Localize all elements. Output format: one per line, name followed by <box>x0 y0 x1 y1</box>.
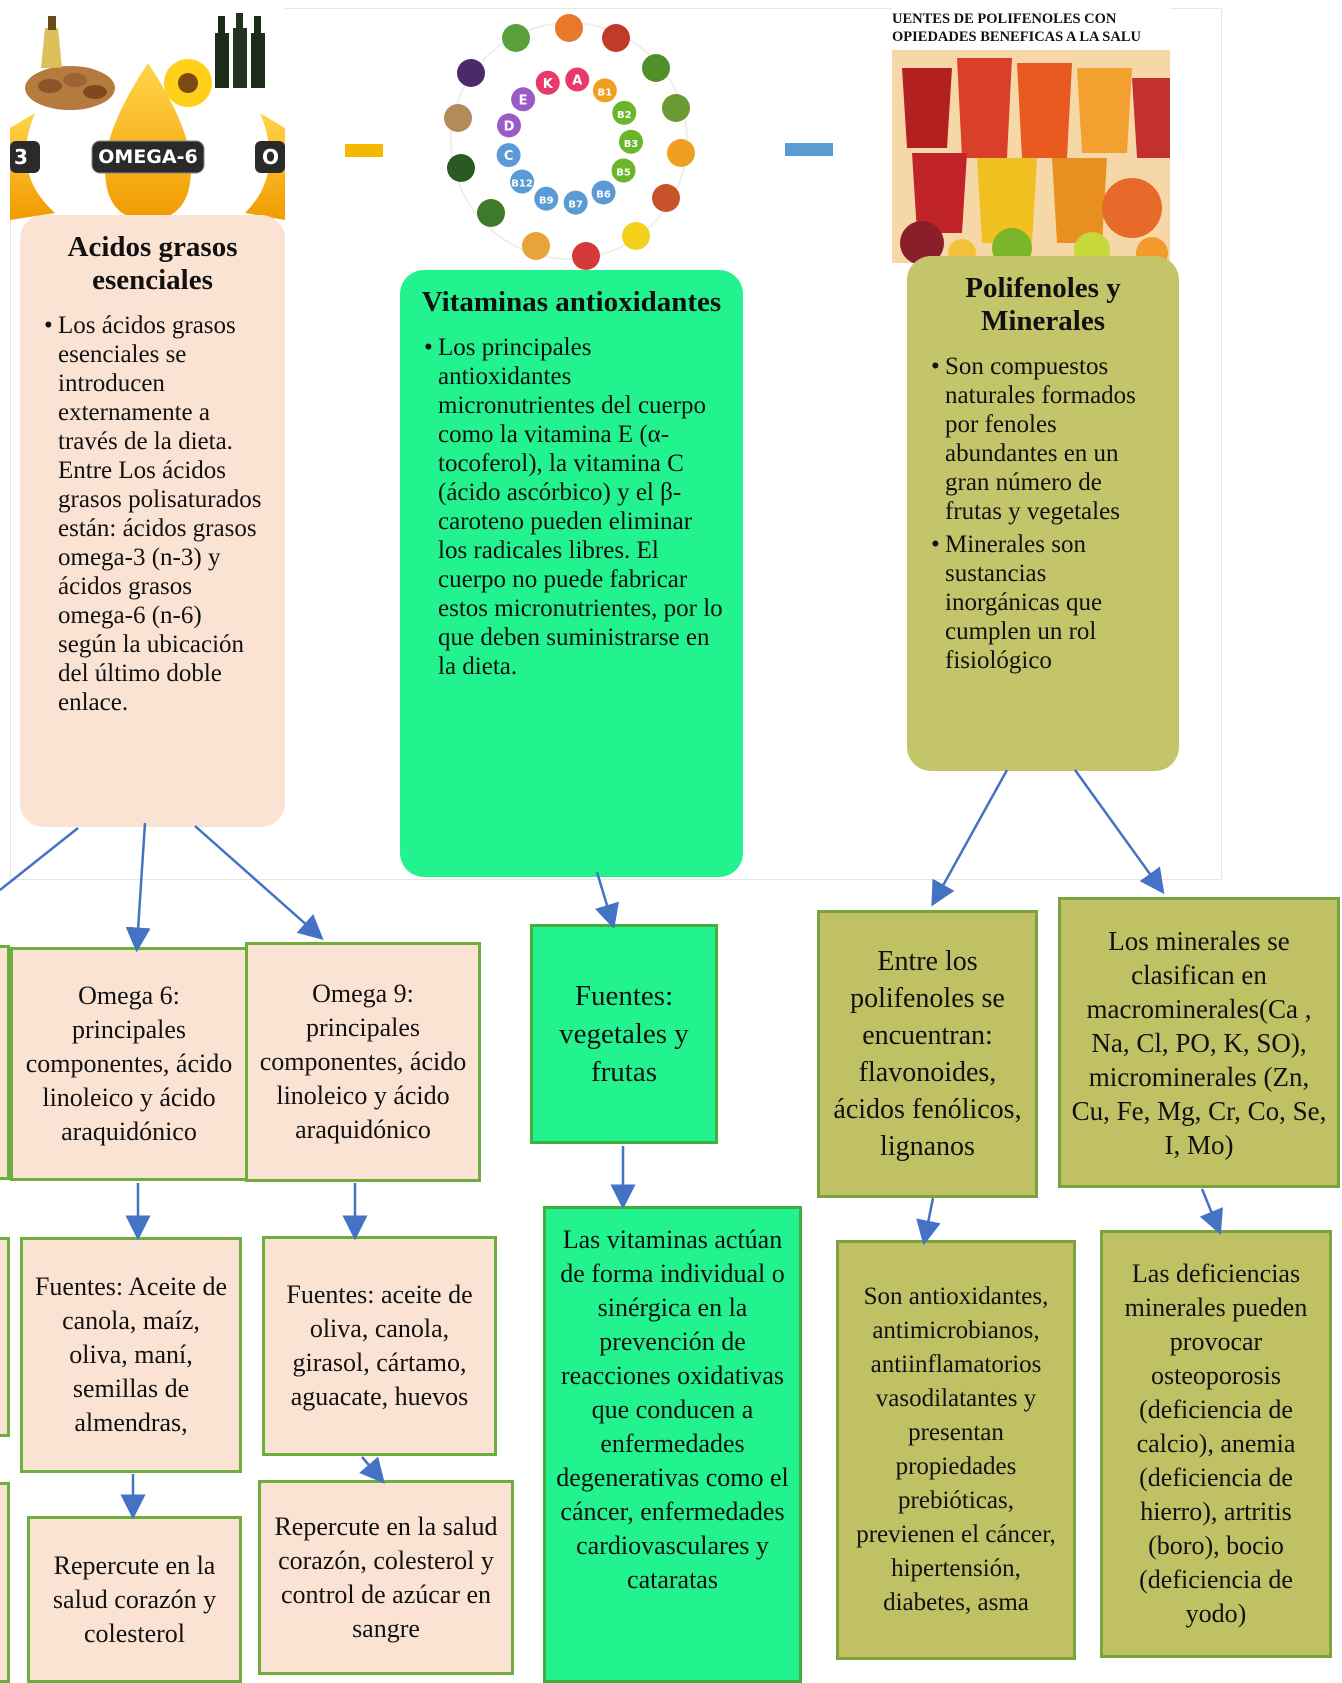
omega9-box: Omega 9: principales componentes, ácido … <box>245 942 481 1182</box>
vitaminas-title: Vitaminas antioxidantes <box>421 286 722 318</box>
diagram-frame <box>10 8 1222 880</box>
omega3-box-partial <box>0 945 10 1180</box>
arrow-entre-propiedades <box>916 1197 941 1246</box>
polifenoles-propiedades-box: Son antioxidantes, antimicrobianos, anti… <box>836 1240 1076 1660</box>
polifenoles-entre-text: Entre los polifenoles se encuentran: fla… <box>833 946 1022 1162</box>
connector-dash-blue <box>785 143 833 156</box>
svg-text:K: K <box>543 77 554 92</box>
polyphenols-fruits-image: UENTES DE POLIFENOLES CON OPIEDADES BENE… <box>892 8 1170 263</box>
vitaminas-accion-text: Las vitaminas actúan de forma individual… <box>556 1225 789 1594</box>
vitamin-letter-a: A <box>565 67 590 92</box>
omega6-box: Omega 6: principales componentes, ácido … <box>10 947 248 1181</box>
polifenoles-propiedades-text: Son antioxidantes, antimicrobianos, anti… <box>856 1283 1056 1616</box>
omega9-repercute-text: Repercute en la salud corazón, colestero… <box>274 1511 498 1643</box>
omega9-label: O <box>262 145 280 169</box>
connector-dash-orange <box>345 144 383 157</box>
omega9-fuentes-box: Fuentes: aceite de oliva, canola, giraso… <box>262 1236 497 1456</box>
vitaminas-fuentes-text: Fuentes: vegetales y frutas <box>559 980 689 1088</box>
polifenoles-bullet-1: Son compuestos naturales formados por fe… <box>927 352 1159 526</box>
minerales-clasificacion-text: Los minerales se clasifican en macromine… <box>1071 925 1327 1160</box>
omega6-text: Omega 6: principales componentes, ácido … <box>25 981 233 1146</box>
vitamin-letter-c: C <box>496 143 521 168</box>
vitamin-letter-b1: B1 <box>592 78 617 103</box>
omega9-fuentes-text: Fuentes: aceite de oliva, canola, giraso… <box>286 1280 473 1411</box>
acidos-grasos-title: Acidos grasos esenciales <box>67 231 238 296</box>
vitamin-letter-e: E <box>511 87 536 112</box>
omega9-repercute-box: Repercute en la salud corazón, colestero… <box>258 1480 514 1675</box>
svg-text:B5: B5 <box>616 167 631 178</box>
svg-text:B1: B1 <box>598 87 613 98</box>
omega3-repercute-partial <box>0 1482 10 1683</box>
omega3-label: 3 <box>14 145 28 169</box>
omega3-fuentes-partial <box>0 1237 10 1437</box>
omega6-label: OMEGA-6 <box>98 146 198 168</box>
omega-oils-image: 3 OMEGA-6 O <box>10 8 285 220</box>
svg-text:B6: B6 <box>596 189 611 200</box>
svg-text:B9: B9 <box>539 196 554 207</box>
vitamin-letter-b3: B3 <box>618 129 643 154</box>
minerales-deficiencias-text: Las deficiencias minerales pueden provoc… <box>1124 1259 1308 1628</box>
svg-text:A: A <box>572 74 582 89</box>
polifenoles-bullets: Son compuestos naturales formados por fe… <box>927 352 1159 675</box>
minerales-deficiencias-box: Las deficiencias minerales pueden provoc… <box>1100 1230 1332 1658</box>
omega9-text: Omega 9: principales componentes, ácido … <box>259 979 467 1144</box>
vitamin-letter-b6: B6 <box>591 180 616 205</box>
omega6-fuentes-box: Fuentes: Aceite de canola, maíz, oliva, … <box>20 1237 242 1473</box>
vitamin-letter-b12: B12 <box>510 169 535 194</box>
acidos-grasos-bullets: Los ácidos grasos esenciales se introduc… <box>40 311 265 717</box>
svg-text:B3: B3 <box>624 139 639 150</box>
acidos-grasos-bullet: Los ácidos grasos esenciales se introduc… <box>40 311 265 717</box>
vitamin-letter-k: K <box>535 70 560 95</box>
svg-text:B12: B12 <box>511 179 533 190</box>
vitaminas-accion-box: Las vitaminas actúan de forma individual… <box>543 1206 802 1683</box>
omega6-repercute-text: Repercute en la salud corazón y colester… <box>52 1550 217 1648</box>
vitaminas-card: Vitaminas antioxidantes Los principales … <box>400 270 743 877</box>
omega6-repercute-box: Repercute en la salud corazón y colester… <box>27 1516 242 1683</box>
vitamin-letter-b9: B9 <box>534 186 559 211</box>
polyphenols-image-title-line2: OPIEDADES BENEFICAS A LA SALU <box>892 29 1141 45</box>
arrow-omega9fuentes-repercute <box>359 1456 385 1484</box>
svg-text:C: C <box>504 149 514 164</box>
arrow-minerales-deficiencias <box>1199 1188 1223 1235</box>
svg-text:D: D <box>504 119 515 134</box>
vitaminas-fuentes-box: Fuentes: vegetales y frutas <box>530 924 718 1144</box>
vitaminas-bullets: Los principales antioxidantes micronutri… <box>420 333 723 681</box>
polifenoles-entre-box: Entre los polifenoles se encuentran: fla… <box>817 910 1038 1198</box>
acidos-grasos-card: Acidos grasos esenciales Los ácidos gras… <box>20 215 285 827</box>
vitamin-letter-b5: B5 <box>611 158 636 183</box>
vitamin-letter-b2: B2 <box>612 100 637 125</box>
minerales-clasificacion-box: Los minerales se clasifican en macromine… <box>1058 897 1340 1188</box>
polifenoles-bullet-2: Minerales son sustancias inorgánicas que… <box>927 530 1159 675</box>
omega6-fuentes-text: Fuentes: Aceite de canola, maíz, oliva, … <box>34 1272 228 1437</box>
vitamin-letter-b7: B7 <box>563 190 588 215</box>
polyphenols-image-title-line1: UENTES DE POLIFENOLES CON <box>892 11 1117 27</box>
vitamin-letter-d: D <box>496 113 521 138</box>
svg-text:B7: B7 <box>568 200 583 211</box>
polifenoles-title: Polifenoles y Minerales <box>965 272 1121 337</box>
polifenoles-card: Polifenoles y Minerales Son compuestos n… <box>907 256 1179 771</box>
svg-text:B2: B2 <box>617 110 632 121</box>
svg-text:E: E <box>519 93 528 108</box>
vitaminas-bullet: Los principales antioxidantes micronutri… <box>420 333 723 681</box>
